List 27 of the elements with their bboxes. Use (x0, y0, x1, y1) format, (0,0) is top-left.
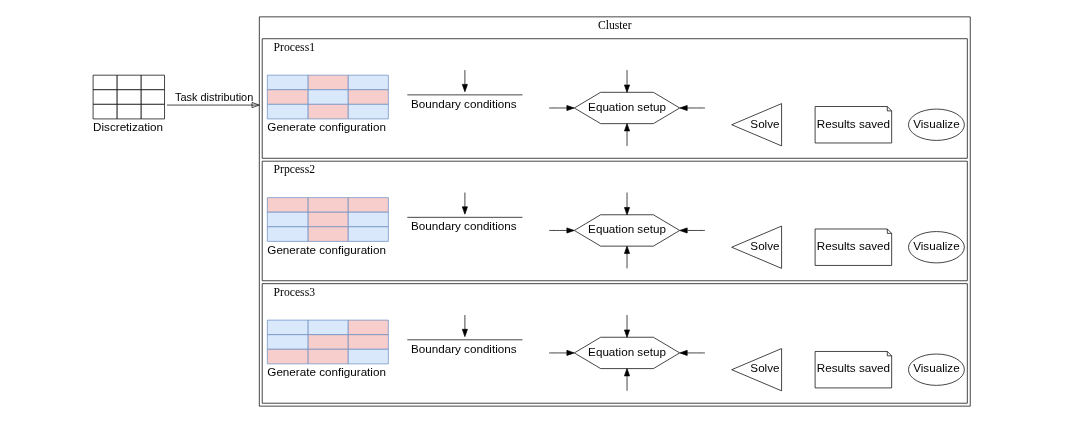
node-label: Generate configuration (267, 242, 386, 256)
arrow (624, 123, 630, 147)
arrow (624, 245, 630, 269)
arrow (624, 69, 630, 93)
arrow (548, 105, 575, 111)
arrow (624, 192, 630, 216)
arrow (624, 314, 630, 338)
edge-label: Task distribution (174, 91, 254, 104)
arrow (548, 350, 575, 356)
arrow (624, 368, 630, 392)
node-ellipse: Visualize (908, 108, 965, 141)
node-text: Boundary conditions (410, 341, 517, 355)
arrow (166, 102, 260, 108)
arrow (679, 227, 706, 234)
node-ellipse: Visualize (908, 353, 965, 386)
arrow (461, 192, 468, 215)
node-label: Generate configuration (267, 365, 386, 379)
node-ellipse: Visualize (908, 231, 965, 264)
node-text: Boundary conditions (410, 219, 517, 233)
arrow (679, 105, 706, 111)
node-label: Generate configuration (267, 120, 386, 134)
node-label: Discretization (93, 120, 164, 134)
arrow (679, 350, 706, 356)
arrow (548, 227, 575, 234)
arrow (461, 314, 468, 337)
node-text: Boundary conditions (410, 96, 517, 110)
arrow (461, 69, 468, 93)
